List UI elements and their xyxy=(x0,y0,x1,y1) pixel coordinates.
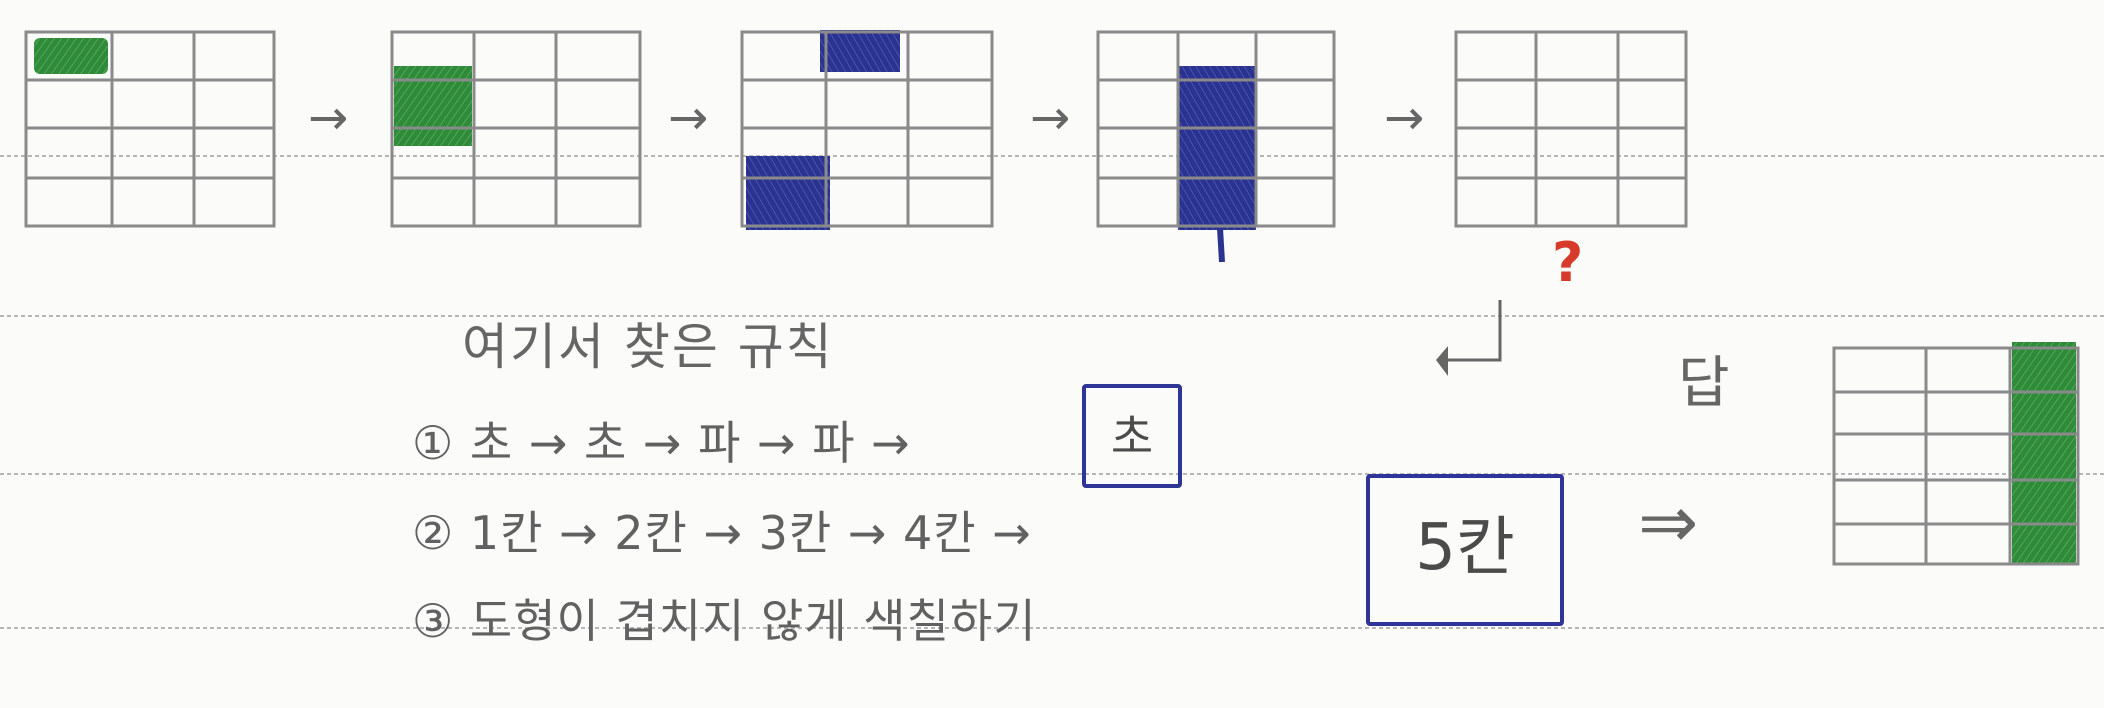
rule-1: ① 초 → 초 → 파 → 파 → xyxy=(412,420,911,466)
rule-1-text: 초 → 초 → 파 → 파 → xyxy=(469,416,911,470)
boxed-answer-color: 초 xyxy=(1082,384,1182,488)
answer-label: 답 xyxy=(1678,351,1730,416)
rule-2: ② 1칸 → 2칸 → 3칸 → 4칸 → xyxy=(412,510,1032,556)
arrow-3: → xyxy=(1030,90,1070,146)
green-shape xyxy=(34,38,108,74)
grid-step-2 xyxy=(390,30,642,228)
green-shape xyxy=(2012,342,2076,564)
rules-title: 여기서 찾은 규칙 xyxy=(462,318,834,376)
rule-2-marker: ② xyxy=(412,506,455,560)
blue-shape xyxy=(820,30,900,72)
arrow-1: → xyxy=(308,90,348,146)
hook-arrow xyxy=(1448,300,1502,362)
boxed-answer-count: 5칸 xyxy=(1366,474,1564,626)
grid-step-5-empty xyxy=(1454,30,1688,228)
question-mark: ? xyxy=(1552,231,1584,294)
rule-3-text: 도형이 겹치지 않게 색칠하기 xyxy=(469,594,1037,648)
blue-scribble-tail xyxy=(1217,227,1225,263)
grid-step-1 xyxy=(24,30,276,228)
arrow-4: → xyxy=(1384,90,1424,146)
grid-step-4 xyxy=(1096,30,1336,263)
rule-2-text: 1칸 → 2칸 → 3칸 → 4칸 → xyxy=(469,506,1032,560)
ruled-lines xyxy=(0,155,2104,629)
grid-step-3 xyxy=(740,30,994,230)
blue-shape xyxy=(1178,66,1256,230)
answer-grid xyxy=(1832,342,2080,566)
hook-arrow-head xyxy=(1436,346,1448,376)
blue-shape xyxy=(746,156,830,230)
green-shape xyxy=(394,66,472,146)
rule-3-marker: ③ xyxy=(412,594,455,648)
arrow-2: → xyxy=(668,90,708,146)
rule-1-marker: ① xyxy=(412,416,455,470)
rule-3: ③ 도형이 겹치지 않게 색칠하기 xyxy=(412,598,1037,644)
double-arrow-icon: ⇒ xyxy=(1638,480,1699,564)
